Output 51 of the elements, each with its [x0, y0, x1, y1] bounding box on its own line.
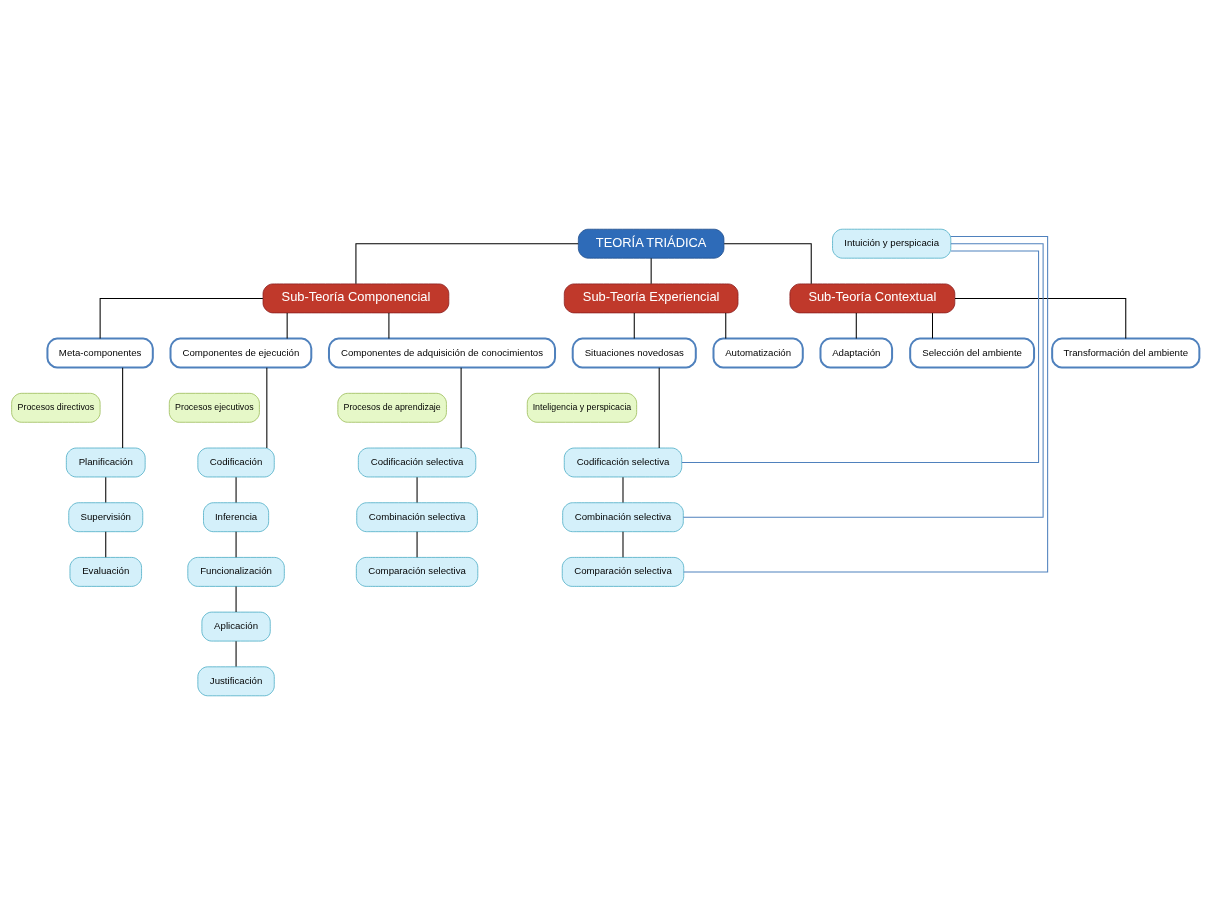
- node-box: Procesos de aprendizaje: [337, 392, 447, 423]
- node-box: Codificación selectiva: [563, 447, 683, 477]
- node-box: Combinación selectiva: [356, 501, 478, 532]
- connector: [658, 366, 660, 448]
- node-box: Codificación: [197, 447, 275, 477]
- node-box: Sub-Teoría Experiencial: [563, 283, 739, 313]
- connector: [105, 530, 107, 558]
- node-box: Planificación: [65, 447, 146, 477]
- node-box: Procesos ejecutivos: [168, 392, 260, 423]
- connector: [723, 242, 812, 284]
- connector: [355, 242, 579, 284]
- connector: [681, 249, 1040, 463]
- node-box: Sub-Teoría Contextual: [789, 283, 956, 313]
- node-box: Aplicación: [201, 611, 271, 641]
- node-box: Intuición y perspicacia: [832, 228, 952, 259]
- node-box: Componentes de ejecución: [169, 337, 313, 369]
- connector: [122, 366, 124, 448]
- node-box: Sub-Teoría Componencial: [262, 283, 450, 313]
- connector: [650, 257, 652, 284]
- connector: [633, 312, 635, 339]
- node-box: TEORÍA TRIÁDICA: [577, 228, 725, 259]
- node-box: Transformación del ambiente: [1051, 337, 1201, 369]
- node-box: Codificación selectiva: [357, 447, 477, 477]
- connector: [683, 235, 1049, 572]
- node-box: Inteligencia y perspicacia: [526, 392, 638, 423]
- node-box: Componentes de adquisición de conocimientos: [327, 337, 557, 369]
- node-box: Comparación selectiva: [561, 556, 685, 587]
- node-box: Evaluación: [69, 556, 142, 587]
- node-box: Adaptación: [819, 337, 894, 369]
- connector: [855, 312, 857, 339]
- node-box: Procesos directivos: [11, 392, 101, 423]
- node-box: Situaciones novedosas: [571, 337, 697, 369]
- connector: [286, 312, 288, 339]
- connector: [460, 366, 462, 448]
- node-box: Supervisión: [68, 501, 144, 532]
- node-box: Justificación: [197, 665, 275, 696]
- connector: [682, 242, 1044, 518]
- node-box: Funcionalización: [187, 556, 285, 587]
- connector: [725, 312, 727, 339]
- node-box: Selección del ambiente: [909, 337, 1036, 369]
- connector: [931, 312, 934, 339]
- node-box: Comparación selectiva: [355, 556, 479, 587]
- connector: [954, 297, 1127, 339]
- connector: [388, 312, 390, 339]
- node-box: Combinación selectiva: [562, 501, 684, 532]
- node-box: Inferencia: [203, 501, 270, 532]
- connector: [266, 366, 268, 448]
- connector: [105, 476, 107, 503]
- connector: [99, 297, 264, 339]
- node-box: Automatización: [712, 337, 804, 369]
- node-box: Meta-componentes: [46, 337, 154, 369]
